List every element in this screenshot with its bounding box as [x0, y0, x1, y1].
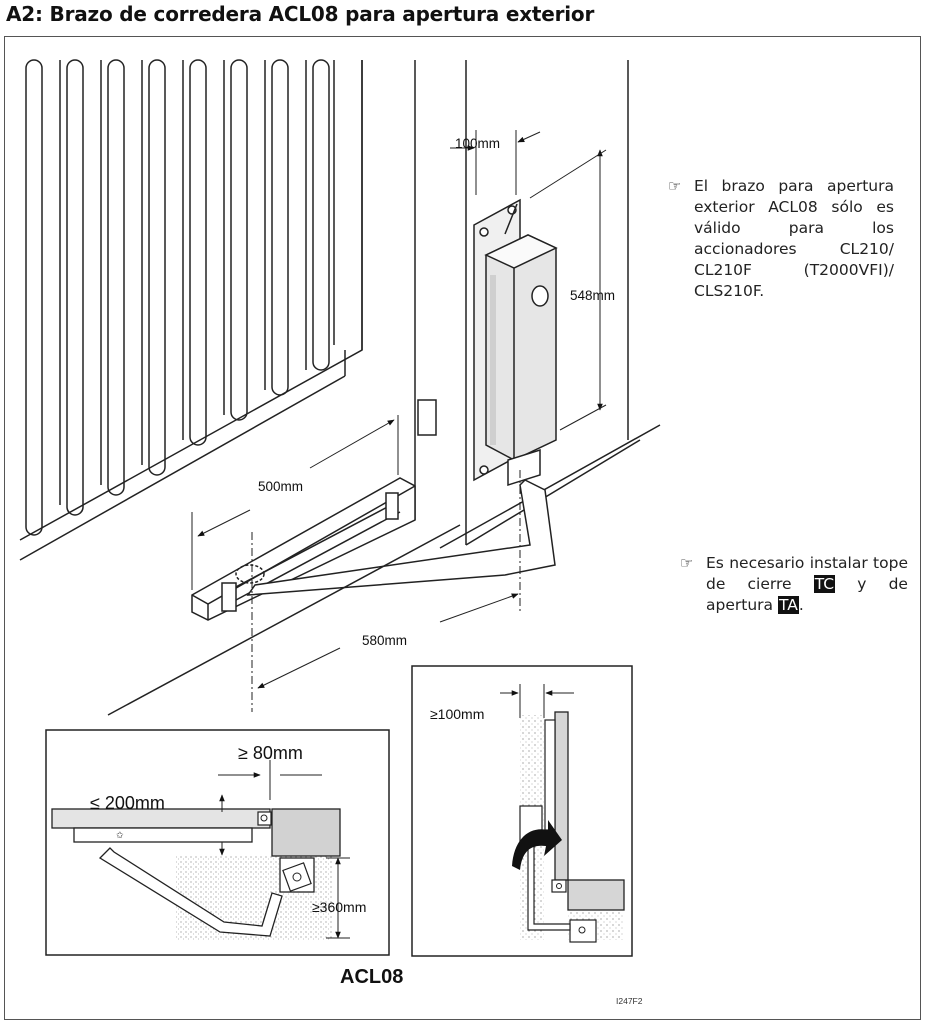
dim-min-depth: ≥360mm — [312, 899, 366, 915]
curved-arrow-icon — [512, 820, 562, 870]
dim-max-gap: ≤ 200mm — [90, 793, 165, 813]
star-marker: ✩ — [116, 831, 124, 841]
note2-line3: apertura TA. — [706, 595, 908, 616]
figure-code: I247F2 — [616, 996, 643, 1006]
note2-line2: de cierre TC y de — [706, 574, 908, 595]
note2-text: y de — [857, 575, 908, 593]
dim-arm-length: 500mm — [258, 479, 303, 494]
dim-axis-distance: 580mm — [362, 633, 407, 648]
note2-text: de cierre — [706, 575, 792, 593]
note1-line4: accionadores CL210/ — [694, 240, 894, 258]
gate-frame — [19, 60, 416, 561]
closing-stop-tag: TC — [813, 575, 836, 593]
dim-min-clearance: ≥100mm — [430, 706, 484, 722]
pillar — [439, 60, 661, 549]
note2-text: apertura — [706, 596, 774, 614]
note1-line2: exterior ACL08 sólo es — [694, 198, 894, 216]
dim-operator-height: 548mm — [570, 288, 615, 303]
dimension-lines — [191, 130, 607, 689]
dim-min-offset: ≥ 80mm — [238, 743, 303, 763]
centerlines — [251, 470, 521, 712]
note1-line3: válido para los — [694, 219, 894, 237]
inset-top-view: ✩ ≤ 200mm ≥ 80mm ≥360mm — [45, 729, 390, 956]
pointing-hand-icon: ☞ — [680, 554, 694, 572]
page-title: A2: Brazo de corredera ACL08 para apertu… — [6, 2, 595, 26]
compatibility-note: ☞ El brazo para apertura exterior ACL08 … — [668, 176, 894, 302]
inset-side-view: ≥100mm — [411, 665, 633, 957]
dim-mount-offset: 100mm — [455, 136, 500, 151]
note2-line1: Es necesario instalar tope — [706, 554, 908, 572]
operator-unit — [473, 198, 558, 487]
note1-line5: CL210F (T2000VFI)/ — [694, 261, 894, 279]
note1-line6: CLS210F. — [694, 282, 765, 300]
model-label: ACL08 — [340, 966, 403, 988]
note1-line1: El brazo para apertura — [694, 177, 894, 195]
note2-text: . — [798, 596, 804, 614]
figure-frame — [4, 36, 921, 1020]
ground-line — [107, 524, 461, 716]
stopper-note: ☞ Es necesario instalar tope de cierre T… — [680, 553, 908, 616]
opening-stop-tag: TA — [777, 596, 799, 614]
gate-bars — [25, 59, 330, 536]
arm-assembly — [191, 399, 556, 621]
pointing-hand-icon: ☞ — [668, 177, 682, 195]
